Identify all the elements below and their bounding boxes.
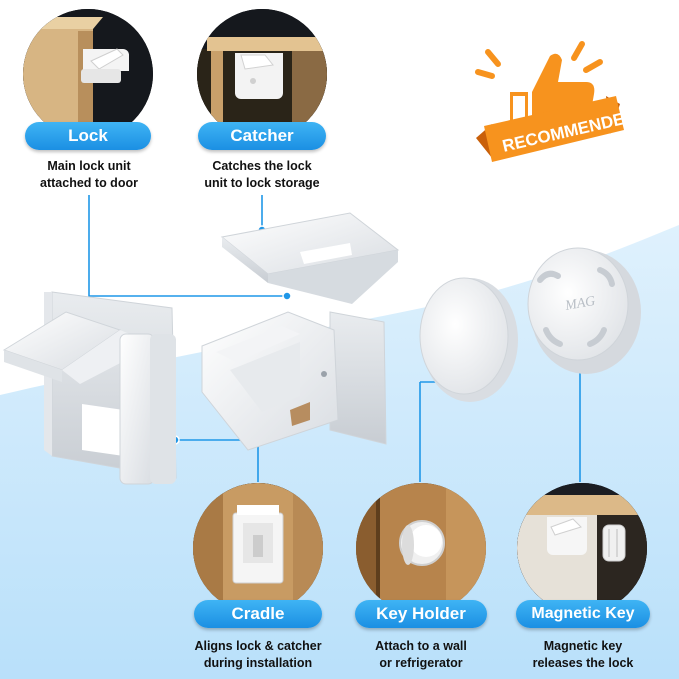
key-holder-part bbox=[419, 277, 518, 402]
lock-photo-circle bbox=[23, 9, 153, 139]
catcher-label: Catcher bbox=[198, 122, 326, 150]
key-embossed-text: MAG bbox=[563, 294, 596, 314]
lock-part bbox=[201, 311, 387, 451]
magnetic-key-label: Magnetic Key bbox=[516, 600, 650, 628]
catcher-part bbox=[220, 212, 400, 304]
lock-label: Lock bbox=[25, 122, 151, 150]
lock-description: Main lock unit attached to door bbox=[40, 159, 138, 190]
cradle-description: Aligns lock & catcher during installatio… bbox=[194, 639, 322, 670]
magnetic-key-photo-circle bbox=[517, 483, 647, 613]
key-holder-label: Key Holder bbox=[355, 600, 487, 628]
magnetic-key-part: MAG bbox=[527, 247, 641, 374]
recommended-badge: RECOMMENDED bbox=[475, 41, 638, 162]
key-holder-description: Attach to a wall or refrigerator bbox=[375, 639, 467, 670]
catcher-description: Catches the lock unit to lock storage bbox=[204, 159, 320, 190]
magnetic-key-description: Magnetic key releases the lock bbox=[532, 639, 634, 670]
cradle-photo-circle bbox=[193, 483, 323, 613]
cradle-part bbox=[2, 291, 177, 485]
cradle-label: Cradle bbox=[194, 600, 322, 628]
key-holder-photo-circle bbox=[356, 483, 486, 613]
